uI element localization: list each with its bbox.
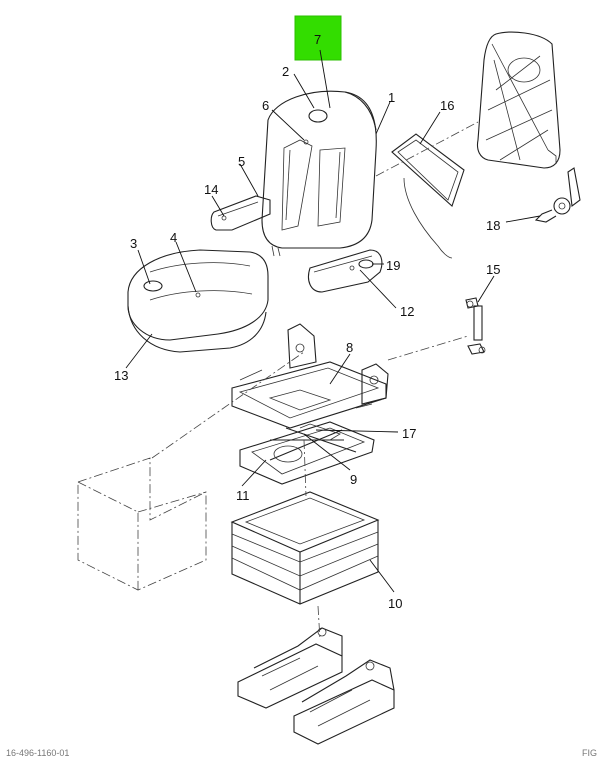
- callout-1[interactable]: 1: [388, 90, 395, 105]
- suspension-base: [239, 421, 375, 485]
- callout-7-highlight[interactable]: [294, 15, 342, 61]
- callout-7[interactable]: 7: [314, 32, 321, 47]
- callout-14[interactable]: 14: [204, 182, 218, 197]
- callout-8[interactable]: 8: [346, 340, 353, 355]
- back-frame: [476, 31, 561, 169]
- shipping-box: [77, 457, 207, 591]
- callout-17[interactable]: 17: [402, 426, 416, 441]
- callout-9[interactable]: 9: [350, 472, 357, 487]
- figure-id-right: FIG: [582, 748, 597, 758]
- callout-labels: 1 2 3 4 5 6 7 8 9 10 11 12 13 14 15 16 1…: [114, 32, 500, 611]
- callout-10[interactable]: 10: [388, 596, 402, 611]
- seat-cushion: [127, 249, 269, 353]
- callout-19[interactable]: 19: [386, 258, 400, 273]
- shock-absorber: [465, 297, 486, 355]
- seat-slide-frame: [231, 323, 389, 429]
- right-armrest: [307, 249, 383, 293]
- callout-15[interactable]: 15: [486, 262, 500, 277]
- callout-4[interactable]: 4: [170, 230, 177, 245]
- lumbar-adjuster: [534, 167, 581, 223]
- callout-12[interactable]: 12: [400, 304, 414, 319]
- callout-2[interactable]: 2: [282, 64, 289, 79]
- seat-back: [261, 90, 377, 257]
- lower-mounting-brackets: [237, 627, 395, 745]
- callout-3[interactable]: 3: [130, 236, 137, 251]
- figure-id-left: 16-496-1160-01: [6, 748, 70, 758]
- callout-5[interactable]: 5: [238, 154, 245, 169]
- callout-6[interactable]: 6: [262, 98, 269, 113]
- base-riser: [230, 491, 380, 605]
- callout-13[interactable]: 13: [114, 368, 128, 383]
- back-panel-plate: [391, 133, 465, 259]
- leader-lines: [125, 49, 541, 593]
- left-armrest: [210, 195, 271, 231]
- callout-18[interactable]: 18: [486, 218, 500, 233]
- alignment-lines: [151, 121, 479, 641]
- callout-16[interactable]: 16: [440, 98, 454, 113]
- callout-11[interactable]: 11: [236, 488, 250, 503]
